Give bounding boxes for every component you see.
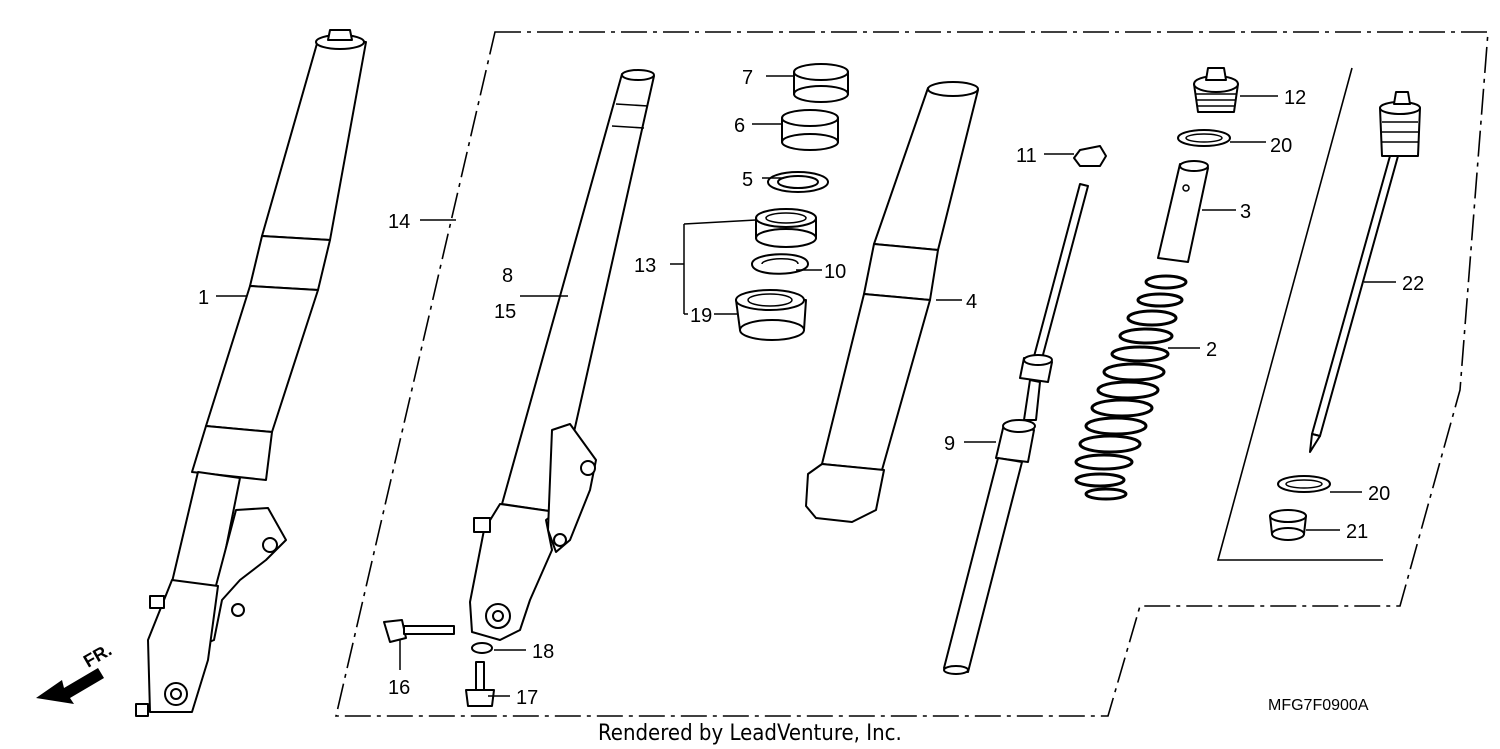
callout-8: 8 bbox=[502, 265, 513, 287]
axle-pinch-bolt-16 bbox=[383, 619, 455, 643]
callout-19: 19 bbox=[690, 305, 712, 327]
fork-spring-2 bbox=[1074, 274, 1188, 501]
callout-12: 12 bbox=[1284, 87, 1306, 109]
callout-10: 10 bbox=[824, 261, 846, 283]
callout-2: 2 bbox=[1206, 339, 1217, 361]
guide-bushing-6 bbox=[781, 109, 839, 151]
callout-20-upper: 20 bbox=[1270, 135, 1292, 157]
callout-18: 18 bbox=[532, 641, 554, 663]
o-ring-20-lower bbox=[1277, 475, 1331, 493]
callout-4: 4 bbox=[966, 291, 977, 313]
lock-nut-11 bbox=[1073, 145, 1107, 167]
back-up-ring-5 bbox=[767, 171, 829, 193]
direction-label: FR. bbox=[80, 640, 115, 672]
callout-5: 5 bbox=[742, 169, 753, 191]
damper-kit-box bbox=[1216, 67, 1383, 561]
diagram-code: MFG7F0900A bbox=[1268, 697, 1369, 714]
fork-inner-tube bbox=[469, 69, 655, 641]
callout-9: 9 bbox=[944, 433, 955, 455]
callout-15: 15 bbox=[494, 301, 516, 323]
washer-18 bbox=[471, 642, 493, 654]
callout-20-lower: 20 bbox=[1368, 483, 1390, 505]
front-direction-arrow: FR. bbox=[36, 640, 115, 704]
callout-6: 6 bbox=[734, 115, 745, 137]
dust-seal-19 bbox=[735, 289, 807, 341]
callout-3: 3 bbox=[1240, 201, 1251, 223]
callout-17: 17 bbox=[516, 687, 538, 709]
o-ring-20-upper bbox=[1177, 129, 1231, 147]
slide-bushing-7 bbox=[793, 63, 849, 103]
credit-line: Rendered by LeadVenture, Inc. bbox=[598, 721, 902, 746]
damper-rod-9 bbox=[943, 183, 1089, 675]
fork-bolt-12 bbox=[1193, 67, 1239, 113]
fork-assembly-complete bbox=[135, 29, 367, 717]
leader-lines bbox=[216, 75, 1396, 697]
callout-1: 1 bbox=[198, 287, 209, 309]
outer-fork-tube bbox=[805, 81, 979, 523]
damper-seal-21 bbox=[1269, 509, 1307, 541]
callout-21: 21 bbox=[1346, 521, 1368, 543]
callout-11: 11 bbox=[1016, 145, 1037, 167]
callout-7: 7 bbox=[742, 67, 753, 89]
spring-collar-3 bbox=[1157, 160, 1209, 263]
callout-16: 16 bbox=[388, 677, 410, 699]
callout-14: 14 bbox=[388, 211, 410, 233]
assembly-boundary bbox=[334, 31, 1489, 717]
stopper-ring-10 bbox=[751, 253, 809, 275]
socket-bolt-17 bbox=[465, 661, 495, 707]
oil-seal-13 bbox=[755, 208, 817, 248]
callout-13: 13 bbox=[634, 255, 656, 277]
damper-kit-22 bbox=[1309, 91, 1421, 453]
callout-22: 22 bbox=[1402, 273, 1424, 295]
